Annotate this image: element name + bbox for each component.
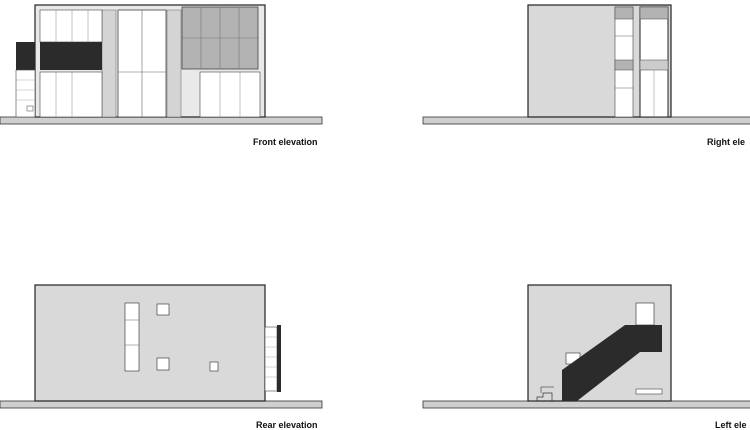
front-left-annex-wall	[15, 69, 36, 118]
front-stone-column-left	[101, 9, 117, 118]
rear-main-volume	[34, 284, 266, 402]
left-elevation-caption: Left ele	[715, 420, 747, 430]
front-dark-band	[40, 42, 102, 70]
front-elevation-caption: Front elevation	[253, 137, 318, 147]
rear-elevation	[0, 284, 323, 409]
front-left-annex	[16, 42, 35, 70]
front-ground	[0, 116, 323, 125]
rear-window-square-2	[156, 357, 170, 371]
left-dark-stair	[562, 325, 662, 401]
left-elevation	[422, 284, 750, 409]
right-elevation	[422, 4, 750, 125]
right-ground	[422, 116, 750, 125]
front-window-left-upper	[39, 9, 103, 43]
front-elevation	[0, 4, 323, 125]
rear-window-square-3	[209, 361, 219, 372]
left-window-upper	[635, 302, 655, 326]
rear-elevation-caption: Rear elevation	[256, 420, 318, 430]
rear-side-rail	[277, 325, 281, 392]
rear-ground	[0, 400, 323, 409]
right-elevation-caption: Right ele	[707, 137, 746, 147]
left-ground	[422, 400, 750, 409]
left-window-slot	[635, 388, 663, 395]
front-window-right-lower	[199, 71, 261, 118]
rear-window-square-1	[156, 303, 170, 316]
front-stone-column-mid	[166, 9, 182, 118]
left-exterior-steps	[530, 392, 553, 402]
rear-side-stair	[264, 326, 278, 392]
front-window-left-lower	[39, 71, 103, 118]
rear-window-slot	[124, 302, 140, 372]
